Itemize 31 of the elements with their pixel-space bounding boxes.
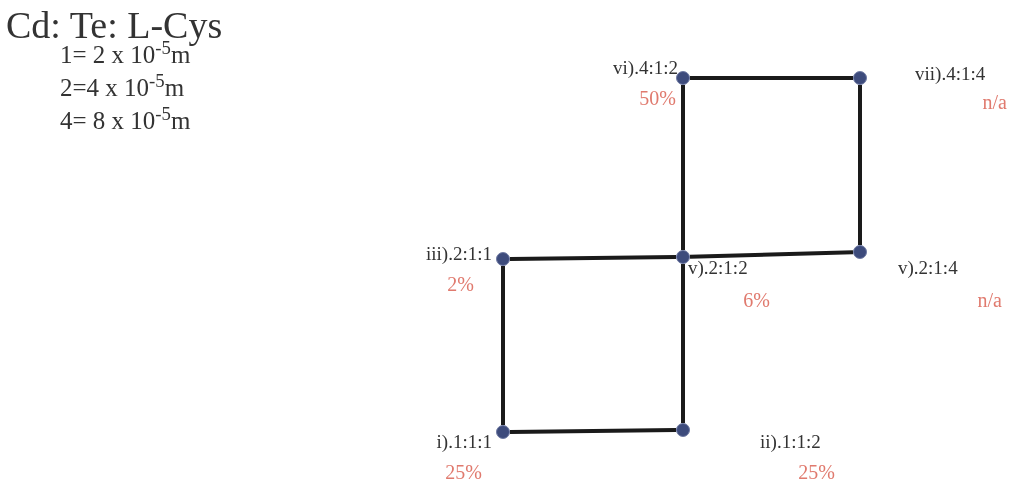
yield-label: 2%	[446, 274, 474, 294]
connector-line	[509, 428, 677, 434]
ratio-label: v).2:1:4	[898, 258, 959, 277]
ratio-label: vii).4:1:4	[915, 64, 987, 83]
yield-label: 6%	[742, 290, 770, 310]
yield-label: n/a	[976, 290, 1002, 310]
connector-line	[501, 266, 505, 425]
point-marker	[853, 245, 867, 259]
yield-label: 25%	[444, 462, 482, 482]
yield-label: 50%	[638, 88, 676, 108]
ratio-label: vi).4:1:2	[612, 58, 678, 77]
ratio-label: ii).1:1:2	[760, 432, 822, 451]
connector-line	[681, 85, 685, 250]
point-marker	[853, 71, 867, 85]
connector-line	[690, 76, 853, 80]
connector-line	[689, 250, 854, 259]
point-marker	[496, 425, 510, 439]
ratio-label: iii).2:1:1	[425, 244, 492, 263]
ratio-note: 2=4 x 10$^{-5}$m	[60, 75, 185, 100]
point-marker	[676, 250, 690, 264]
connector-line	[858, 85, 862, 245]
ratio-label: i).1:1:1	[435, 432, 492, 451]
yield-label: n/a	[981, 92, 1007, 112]
connector-line	[681, 264, 685, 423]
ratio-label: v).2:1:2	[688, 258, 749, 277]
point-marker	[676, 71, 690, 85]
point-marker	[676, 423, 690, 437]
point-marker	[496, 252, 510, 266]
ratio-note: 4= 8 x 10$^{-5}$m	[60, 108, 191, 133]
yield-label: 25%	[797, 462, 835, 482]
connector-line	[509, 255, 677, 261]
